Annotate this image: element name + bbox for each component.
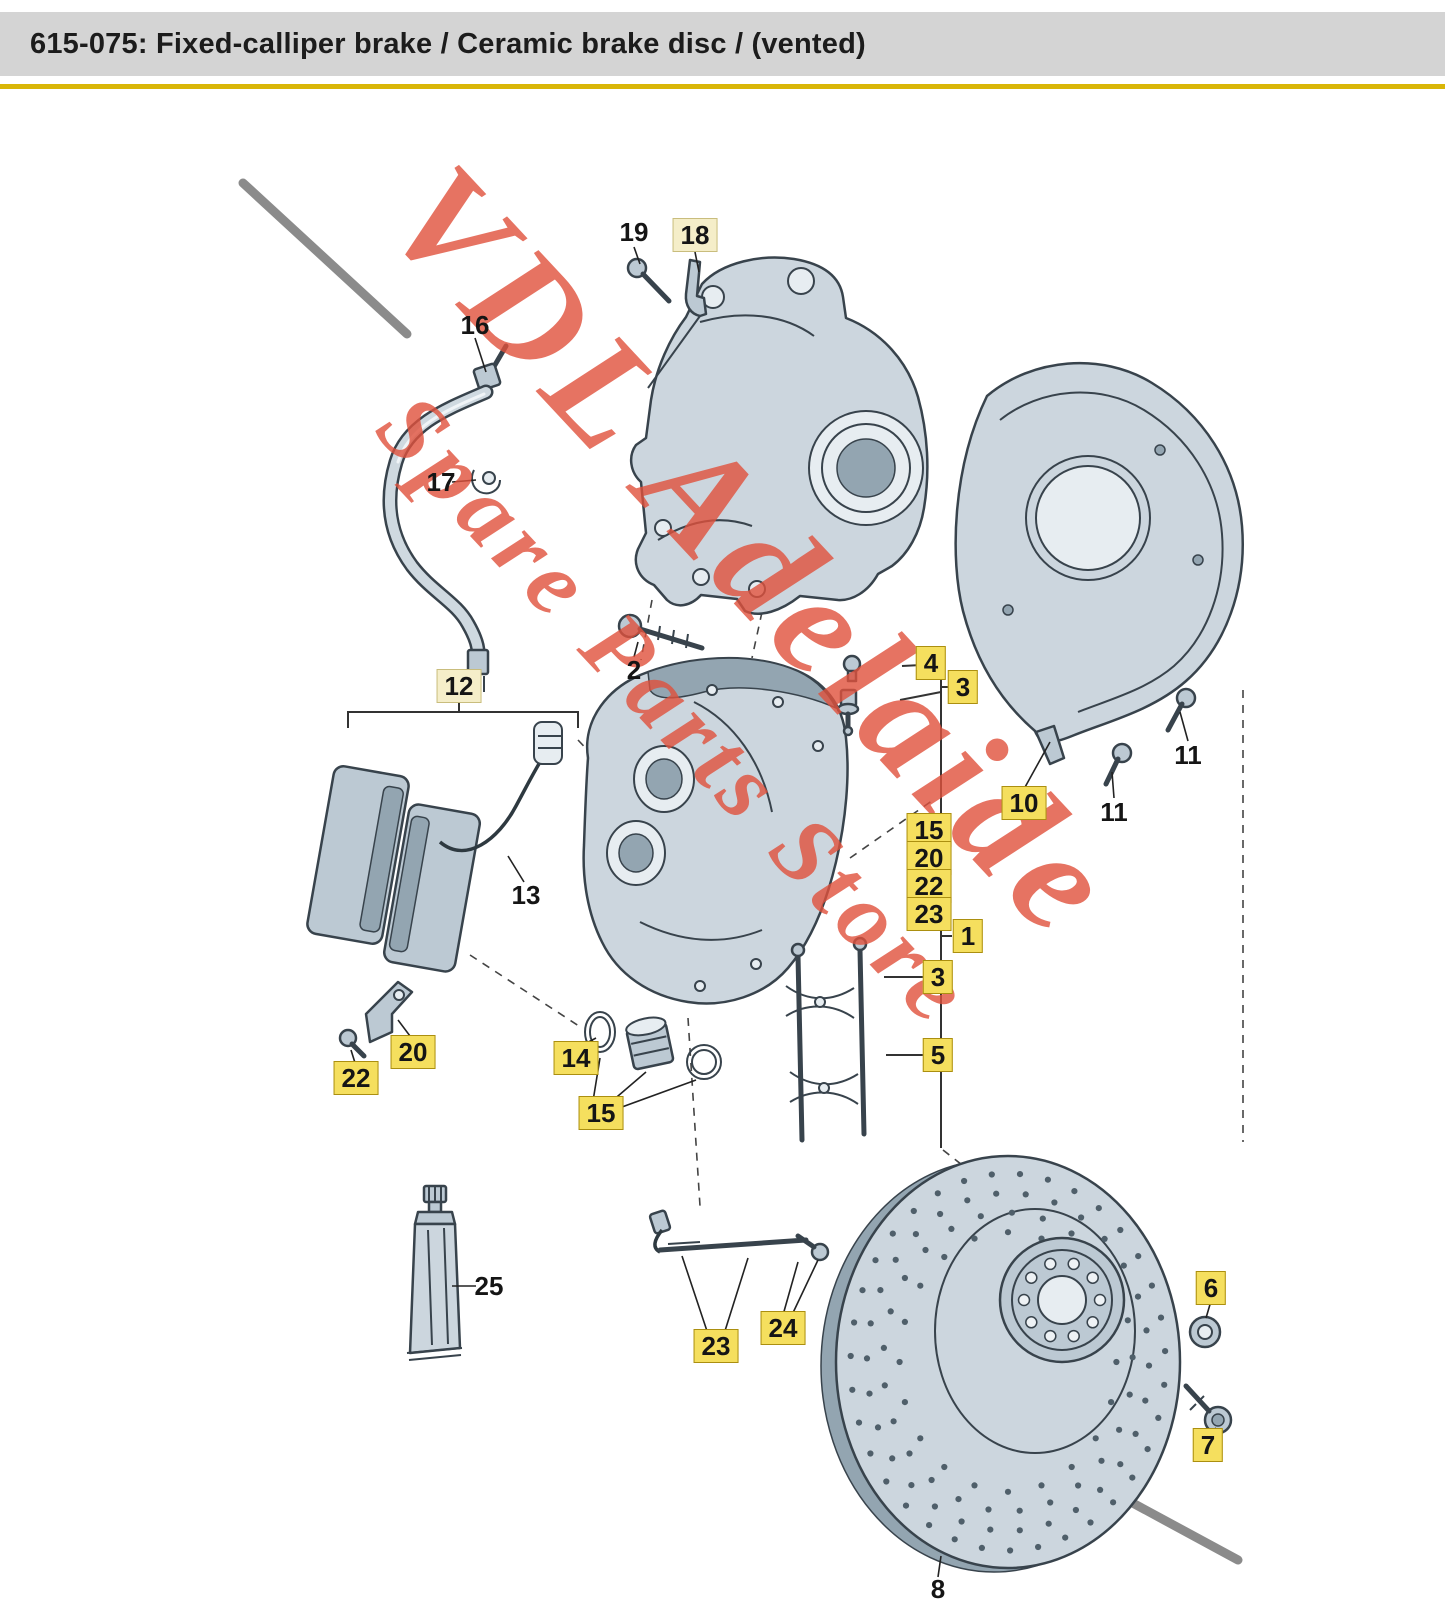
brake-pads <box>306 721 563 973</box>
disc-drill-holes <box>847 1171 1169 1554</box>
retaining-bracket-and-screw <box>338 980 414 1059</box>
part-callout-19[interactable]: 19 <box>619 217 649 247</box>
part-callout-2[interactable]: 2 <box>626 655 642 685</box>
wear-indicator-wire <box>648 1209 830 1262</box>
header-accent-rule <box>0 84 1445 89</box>
part-callout-25[interactable]: 25 <box>474 1271 504 1301</box>
part-callout-16[interactable]: 16 <box>460 310 490 340</box>
part-callout-8[interactable]: 8 <box>930 1574 946 1604</box>
part-callout-7[interactable]: 7 <box>1192 1428 1224 1462</box>
part-callout-23[interactable]: 23 <box>906 897 952 931</box>
part-callout-6[interactable]: 6 <box>1195 1271 1227 1305</box>
torx-screws <box>1103 687 1197 787</box>
disc-hat-bolt-holes <box>1017 1257 1107 1343</box>
brake-hose <box>382 343 509 694</box>
splash-shield <box>954 361 1244 766</box>
grease-tube <box>406 1184 463 1361</box>
disc-cap-and-bolt <box>1183 1315 1233 1435</box>
page-title: 615-075: Fixed-calliper brake / Ceramic … <box>30 27 866 60</box>
bolt-and-retainer-bracket <box>626 257 708 389</box>
part-callout-12[interactable]: 12 <box>436 669 482 703</box>
part-callout-3[interactable]: 3 <box>947 670 979 704</box>
pad-retaining-springs <box>785 936 868 1143</box>
header-bar: 615-075: Fixed-calliper brake / Ceramic … <box>0 12 1445 76</box>
piston-seal-and-o-ring <box>584 1011 722 1080</box>
part-callout-5[interactable]: 5 <box>922 1038 954 1072</box>
part-callout-24[interactable]: 24 <box>760 1311 806 1345</box>
part-callout-18[interactable]: 18 <box>672 218 718 252</box>
part-callout-10[interactable]: 10 <box>1001 786 1047 820</box>
part-callout-20[interactable]: 20 <box>390 1035 436 1069</box>
part-callout-4[interactable]: 4 <box>915 646 947 680</box>
wheel-bearing-housing <box>629 256 929 615</box>
part-callout-15[interactable]: 15 <box>578 1096 624 1130</box>
part-callout-14[interactable]: 14 <box>553 1041 599 1075</box>
bleeder-valve-and-cap <box>836 654 862 737</box>
part-callout-11[interactable]: 11 <box>1174 740 1202 770</box>
part-callout-3[interactable]: 3 <box>922 960 954 994</box>
part-callout-1[interactable]: 1 <box>952 919 984 953</box>
part-callout-23[interactable]: 23 <box>693 1329 739 1363</box>
part-callout-22[interactable]: 22 <box>333 1061 379 1095</box>
part-callout-13[interactable]: 13 <box>511 880 541 910</box>
ceramic-brake-disc <box>820 1154 1182 1573</box>
brake-calliper <box>582 656 849 1005</box>
calliper-bolt <box>617 613 705 651</box>
part-callout-11[interactable]: 11 <box>1100 797 1128 827</box>
part-callout-17[interactable]: 17 <box>426 467 456 497</box>
